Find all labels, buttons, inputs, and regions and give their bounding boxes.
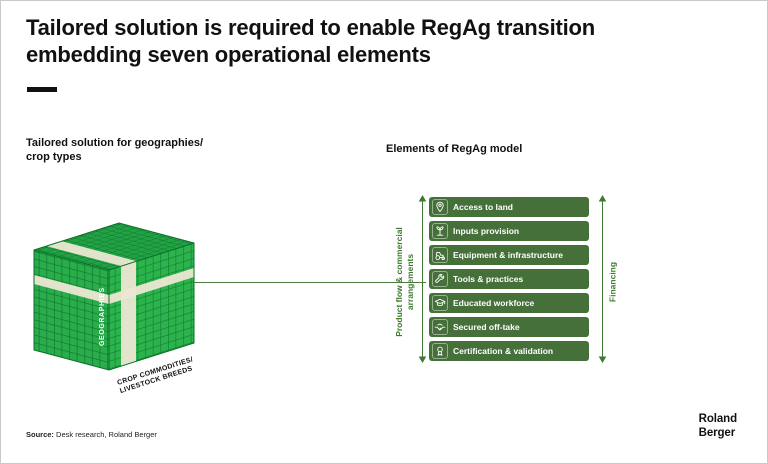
element-label: Secured off-take [453,322,520,332]
geography-crop-cube: GEOGRAPHIES CROP COMMODITIES/ LIVESTOCK … [33,222,195,395]
element-label: Equipment & infrastructure [453,250,564,260]
page-title: Tailored solution is required to enable … [26,15,596,67]
graduation-cap-icon [432,295,448,311]
highlight-column-front [121,261,136,366]
product-flow-axis-label: Product flow & commercial arrangements [393,227,415,337]
element-label: Tools & practices [453,274,524,284]
element-educated-workforce: Educated workforce [429,293,589,313]
element-certification-validation: Certification & validation [429,341,589,361]
source-text: Desk research, Roland Berger [53,430,157,439]
element-label: Access to land [453,202,513,212]
right-section-heading: Elements of RegAg model [386,143,523,155]
roland-berger-logo: Roland Berger [698,413,737,439]
element-tools-practices: Tools & practices [429,269,589,289]
element-label: Educated workforce [453,298,535,308]
handshake-icon [432,319,448,335]
wrench-icon [432,271,448,287]
element-secured-off-take: Secured off-take [429,317,589,337]
source-label: Source: [26,430,54,439]
highlight-row-left [34,275,109,304]
left-section-heading: Tailored solution for geographies/ crop … [26,137,204,163]
cube-left-face [34,250,109,370]
tractor-icon [432,247,448,263]
location-pin-icon [432,199,448,215]
vertical-axis-label: GEOGRAPHIES [99,287,106,346]
cube-top-face [34,223,194,270]
left-double-arrow [418,195,427,363]
title-dash [27,87,57,92]
right-double-arrow [598,195,607,363]
element-access-to-land: Access to land [429,197,589,217]
source-note: Source: Desk research, Roland Berger [26,430,157,439]
cube-inner-edges [33,242,195,370]
element-equipment-infrastructure: Equipment & infrastructure [429,245,589,265]
financing-axis-label: Financing [607,261,618,303]
connector-line [194,282,426,283]
regag-elements-list: Access to land Inputs provision [429,197,589,365]
element-label: Inputs provision [453,226,520,236]
element-inputs-provision: Inputs provision [429,221,589,241]
highlight-column-top [46,241,136,266]
element-label: Certification & validation [453,346,554,356]
sprout-icon [432,223,448,239]
certificate-icon [432,343,448,359]
